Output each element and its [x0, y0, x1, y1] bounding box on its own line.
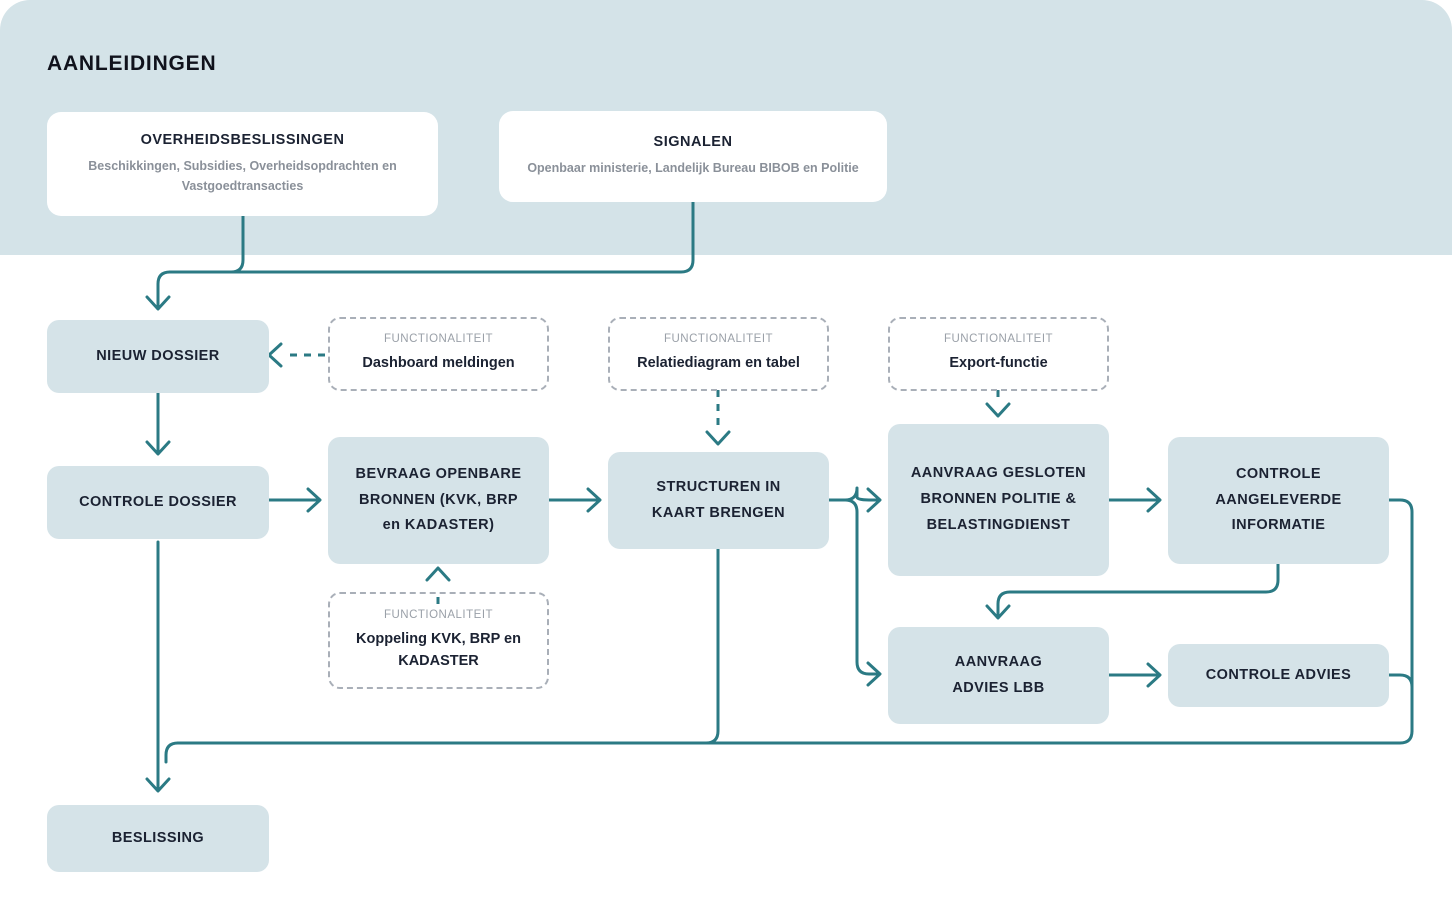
arrowhead-structuren — [586, 487, 602, 513]
arrowhead-beslissing — [145, 777, 171, 793]
arrowhead-advies-lbb-from-controle — [985, 604, 1011, 620]
source-card-overheidsbeslissingen[interactable]: OVERHEIDSBESLISSINGEN Beschikkingen, Sub… — [47, 112, 438, 216]
arrowhead-bevraag — [306, 487, 322, 513]
source-card-title: SIGNALEN — [653, 134, 733, 151]
process-box-controle-advies[interactable]: CONTROLE ADVIES — [1168, 644, 1389, 707]
functionality-kicker: FUNCTIONALITEIT — [663, 333, 774, 346]
functionality-kicker: FUNCTIONALITEIT — [943, 333, 1054, 346]
arrowhead-controle-aangeleverde — [1146, 487, 1162, 513]
functionality-label: Dashboard meldingen — [362, 355, 515, 372]
arrowhead-dashed-structuren — [705, 430, 731, 446]
arrowhead-dashed-nieuw-dossier — [267, 342, 283, 368]
functionality-box-koppeling-kvk-brp-kadaster[interactable]: FUNCTIONALITEIT Koppeling KVK, BRP en KA… — [328, 592, 549, 689]
functionality-box-dashboard-meldingen[interactable]: FUNCTIONALITEIT Dashboard meldingen — [328, 317, 549, 391]
process-box-nieuw-dossier[interactable]: NIEUW DOSSIER — [47, 320, 269, 393]
edge-return-bar-into-beslissing — [164, 741, 180, 764]
functionality-box-relatiediagram-en-tabel[interactable]: FUNCTIONALITEIT Relatiediagram en tabel — [608, 317, 829, 391]
edge-structuren-branch-riser — [843, 498, 880, 676]
edge-right-rail-return — [176, 729, 1414, 745]
arrowhead-dashed-bevraag — [425, 566, 451, 582]
arrowhead-dashed-gesloten-bronnen — [985, 402, 1011, 418]
functionality-kicker: FUNCTIONALITEIT — [383, 333, 494, 346]
process-box-structuren-in-kaart-brengen[interactable]: STRUCTUREN IN KAART BRENGEN — [608, 452, 829, 549]
functionality-label: Export-functie — [949, 355, 1048, 372]
page-title: AANLEIDINGEN — [47, 52, 217, 75]
edge-structuren-to-gesloten-bronnen — [826, 486, 880, 502]
edge-controle-aangeleverde-to-right-rail — [1386, 498, 1414, 733]
source-card-signalen[interactable]: SIGNALEN Openbaar ministerie, Landelijk … — [499, 111, 887, 202]
arrowhead-gesloten-bronnen — [866, 487, 882, 513]
source-card-subtitle: Openbaar ministerie, Landelijk Bureau BI… — [527, 161, 859, 176]
process-box-aanvraag-advies-lbb[interactable]: AANVRAAG ADVIES LBB — [888, 627, 1109, 724]
arrowhead-nieuw-dossier — [145, 295, 171, 311]
edge-controle-advies-to-right-rail — [1386, 673, 1414, 733]
functionality-kicker: FUNCTIONALITEIT — [383, 608, 494, 621]
functionality-label: Koppeling KVK, BRP en KADASTER — [356, 630, 521, 669]
process-box-controle-dossier[interactable]: CONTROLE DOSSIER — [47, 466, 269, 539]
functionality-box-export-functie[interactable]: FUNCTIONALITEIT Export-functie — [888, 317, 1109, 391]
process-box-bevraag-openbare-bronnen[interactable]: BEVRAAG OPENBARE BRONNEN (KVK, BRP en KA… — [328, 437, 549, 564]
edge-structuren-to-return-bar — [598, 539, 720, 745]
source-card-title: OVERHEIDSBESLISSINGEN — [140, 132, 345, 149]
process-box-controle-aangeleverde-informatie[interactable]: CONTROLE AANGELEVERDE INFORMATIE — [1168, 437, 1389, 564]
process-box-aanvraag-gesloten-bronnen[interactable]: AANVRAAG GESLOTEN BRONNEN POLITIE & BELA… — [888, 424, 1109, 576]
process-box-beslissing[interactable]: BESLISSING — [47, 805, 269, 872]
arrowhead-controle-advies — [1146, 662, 1162, 688]
arrowhead-controle-dossier — [145, 440, 171, 456]
arrowhead-aanvraag-advies-lbb — [866, 661, 882, 687]
functionality-label: Relatiediagram en tabel — [637, 355, 800, 372]
source-card-subtitle: Beschikkingen, Subsidies, Overheidsopdra… — [88, 159, 397, 193]
edge-merge-into-nieuw-dossier — [156, 270, 172, 310]
